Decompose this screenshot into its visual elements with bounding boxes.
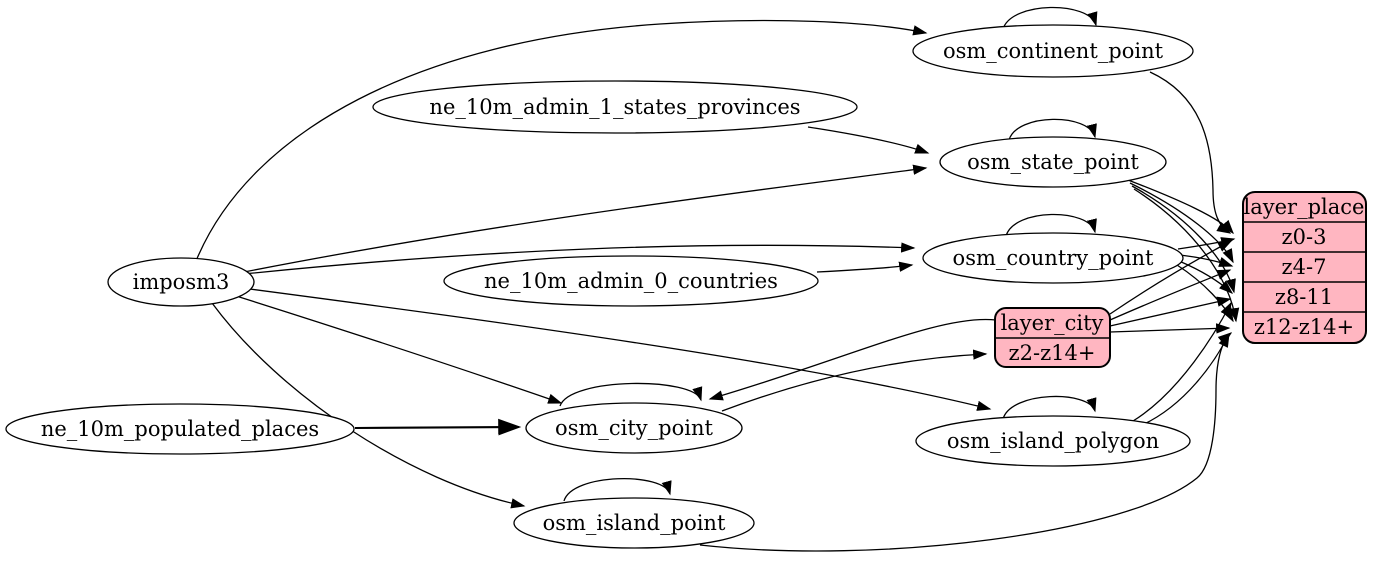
node-ne-10m-admin-0-countries: ne_10m_admin_0_countries [443,255,819,307]
node-osm-island-point-label: osm_island_point [543,511,726,535]
node-ne-10m-populated-places-shape [5,403,355,455]
nodes: imposm3 ne_10m_populated_places ne_10m_a… [5,24,1194,549]
edge-osm-state-point-to-layer-place-z8-11 [1131,185,1236,294]
self-loop-osm-city-point [559,382,703,407]
node-osm-country-point-shape [922,232,1184,284]
node-imposm3-shape [107,257,255,307]
edge-imposm3-to-osm-island-point [211,302,526,509]
node-osm-state-point: osm_state_point [939,136,1167,188]
node-osm-city-point-shape [525,402,743,454]
edge-ne-10m-admin-0-to-osm-country-point [816,261,914,273]
record-layer-place-box [1242,191,1367,344]
record-layer-city: layer_city z2-z14+ [994,307,1111,368]
node-ne-10m-admin-1-states-provinces: ne_10m_admin_1_states_provinces [372,80,858,134]
self-loop-osm-island-polygon [1002,395,1097,420]
edge-osm-continent-point-to-layer-place-z0-3 [1149,71,1232,234]
node-osm-continent-point-shape [912,24,1194,78]
record-layer-place-row-z0-3: z0-3 [1282,225,1327,249]
record-layer-place-row-z4-7: z4-7 [1282,255,1327,279]
edge-imposm3-to-osm-city-point [232,294,563,404]
node-ne-10m-admin-1-states-provinces-label: ne_10m_admin_1_states_provinces [429,95,800,119]
edges [195,6,1240,552]
node-osm-city-point-label: osm_city_point [555,416,713,440]
edge-layer-city-to-layer-place-z4-7 [1109,269,1232,321]
node-ne-10m-populated-places-label: ne_10m_populated_places [41,417,319,441]
record-layer-city-row-z2-z14: z2-z14+ [1009,341,1096,365]
edge-ne-10m-populated-places-to-osm-city-point [354,418,522,436]
edge-layer-city-to-layer-place-z0-3 [1109,240,1233,315]
edge-imposm3-to-osm-state-point [243,164,928,273]
edge-osm-country-point-to-layer-place-z0-3 [1177,237,1236,250]
self-loop-osm-continent-point [1002,6,1098,30]
record-layer-place: layer_place z0-3 z4-7 z8-11 z12-z14+ [1242,191,1367,344]
node-osm-island-polygon-label: osm_island_polygon [947,429,1159,453]
node-osm-island-polygon: osm_island_polygon [915,415,1191,467]
node-osm-island-point-shape [513,497,755,549]
edge-layer-city-to-osm-city-point [708,318,997,401]
self-loop-osm-island-point [563,478,672,502]
record-layer-city-title: layer_city [1001,311,1104,335]
node-imposm3-label: imposm3 [133,270,230,294]
node-ne-10m-populated-places: ne_10m_populated_places [5,403,355,455]
edge-layer-city-to-layer-place-z12-z14 [1109,323,1231,334]
edge-imposm3-to-osm-island-polygon [241,287,992,411]
edge-osm-island-polygon-to-layer-place-z8-11 [1132,301,1232,422]
edge-ne-10m-admin-1-to-osm-state-point [807,126,930,154]
node-osm-state-point-label: osm_state_point [967,150,1139,174]
node-ne-10m-admin-1-states-provinces-shape [372,80,858,134]
edge-layer-city-to-layer-place-z8-11 [1109,296,1232,327]
record-layer-place-row-z12-z14: z12-z14+ [1254,315,1354,339]
node-osm-continent-point: osm_continent_point [912,24,1194,78]
edge-imposm3-to-osm-continent-point [195,19,928,262]
node-osm-country-point: osm_country_point [922,232,1184,284]
edge-osm-state-point-to-layer-place-z4-7 [1129,182,1234,264]
edge-osm-country-point-to-layer-place-z4-7 [1179,254,1234,267]
node-osm-island-point: osm_island_point [513,497,755,549]
node-osm-continent-point-label: osm_continent_point [943,39,1164,63]
node-osm-state-point-shape [939,136,1167,188]
edge-osm-city-point-to-layer-city [721,349,988,412]
edge-osm-island-point-to-layer-place-z12-z14 [699,332,1233,552]
node-osm-city-point: osm_city_point [525,402,743,454]
node-osm-country-point-label: osm_country_point [953,246,1154,270]
node-osm-island-polygon-shape [915,415,1191,467]
node-imposm3: imposm3 [107,257,255,307]
record-layer-place-row-z8-11: z8-11 [1275,285,1333,309]
self-loop-osm-country-point [1005,213,1097,237]
edge-imposm3-to-osm-country-point [243,242,916,275]
record-layer-place-title: layer_place [1244,195,1365,219]
node-ne-10m-admin-0-countries-label: ne_10m_admin_0_countries [484,269,778,293]
node-ne-10m-admin-0-countries-shape [443,255,819,307]
self-loop-osm-state-point [1008,118,1097,141]
